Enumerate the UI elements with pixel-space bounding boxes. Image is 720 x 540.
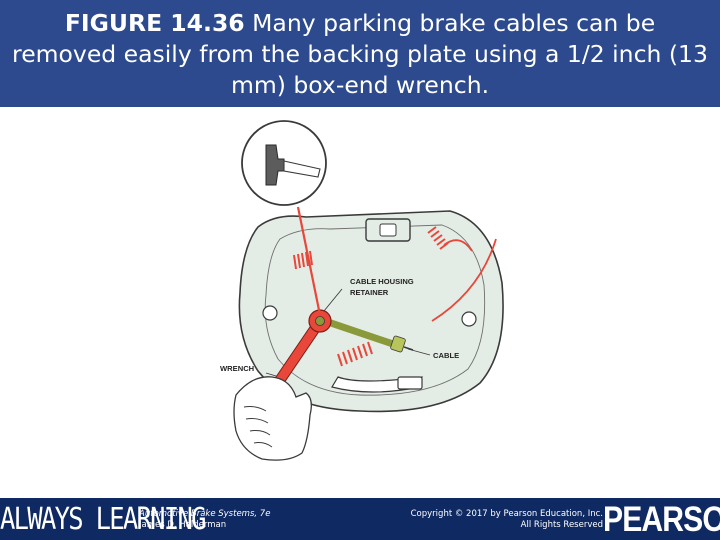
- pearson-logo: PEARSON: [603, 500, 720, 539]
- brake-illustration: CABLE HOUSING RETAINER CABLE WRENCH: [210, 115, 510, 485]
- adjuster: [397, 376, 423, 390]
- backing-plate: [238, 210, 504, 413]
- spring-center: [337, 341, 373, 367]
- cable-housing: [318, 316, 400, 349]
- spring-top-right: [427, 226, 449, 250]
- book-author: James D. Halderman: [139, 520, 227, 530]
- arrow-right-long: [431, 238, 497, 322]
- inset-cable: [283, 160, 321, 178]
- anchor-pin: [379, 223, 397, 237]
- rights-line: All Rights Reserved: [520, 520, 603, 530]
- label-retainer: RETAINER: [350, 288, 389, 297]
- figure-caption: Many parking brake cables can be removed…: [12, 9, 708, 99]
- mounting-hole-right: [461, 311, 477, 327]
- copyright-notice: Copyright © 2017 by Pearson Education, I…: [395, 509, 603, 531]
- figure-label: FIGURE 14.36: [64, 9, 245, 37]
- book-title: Automotive Brake Systems, 7e: [139, 509, 271, 519]
- hand-finger-lines: [243, 406, 273, 448]
- always-learning-logo: ALWAYS LEARNING: [0, 502, 206, 537]
- spring-top-left: [293, 250, 313, 270]
- wrench-box-opening: [315, 316, 325, 326]
- mounting-hole-left: [262, 305, 278, 321]
- slide-title: FIGURE 14.36 Many parking brake cables c…: [10, 8, 710, 101]
- cable-wire: [403, 346, 414, 351]
- book-credit: Automotive Brake Systems, 7e James D. Ha…: [139, 509, 270, 531]
- illustration-svg: CABLE HOUSING RETAINER CABLE WRENCH: [220, 120, 504, 461]
- hand: [233, 376, 312, 461]
- label-wrench: WRENCH: [220, 364, 254, 373]
- title-bar: FIGURE 14.36 Many parking brake cables c…: [0, 0, 720, 107]
- callout-retainer-line: [323, 288, 343, 312]
- arrow-top-right: [443, 239, 473, 252]
- inset-pointer: [296, 206, 322, 316]
- footer-bar: [0, 498, 720, 540]
- label-cable-housing: CABLE HOUSING: [350, 277, 414, 286]
- cable-end-fitting: [390, 335, 406, 353]
- copyright-line: Copyright © 2017 by Pearson Education, I…: [410, 509, 603, 519]
- label-cable: CABLE: [433, 351, 459, 360]
